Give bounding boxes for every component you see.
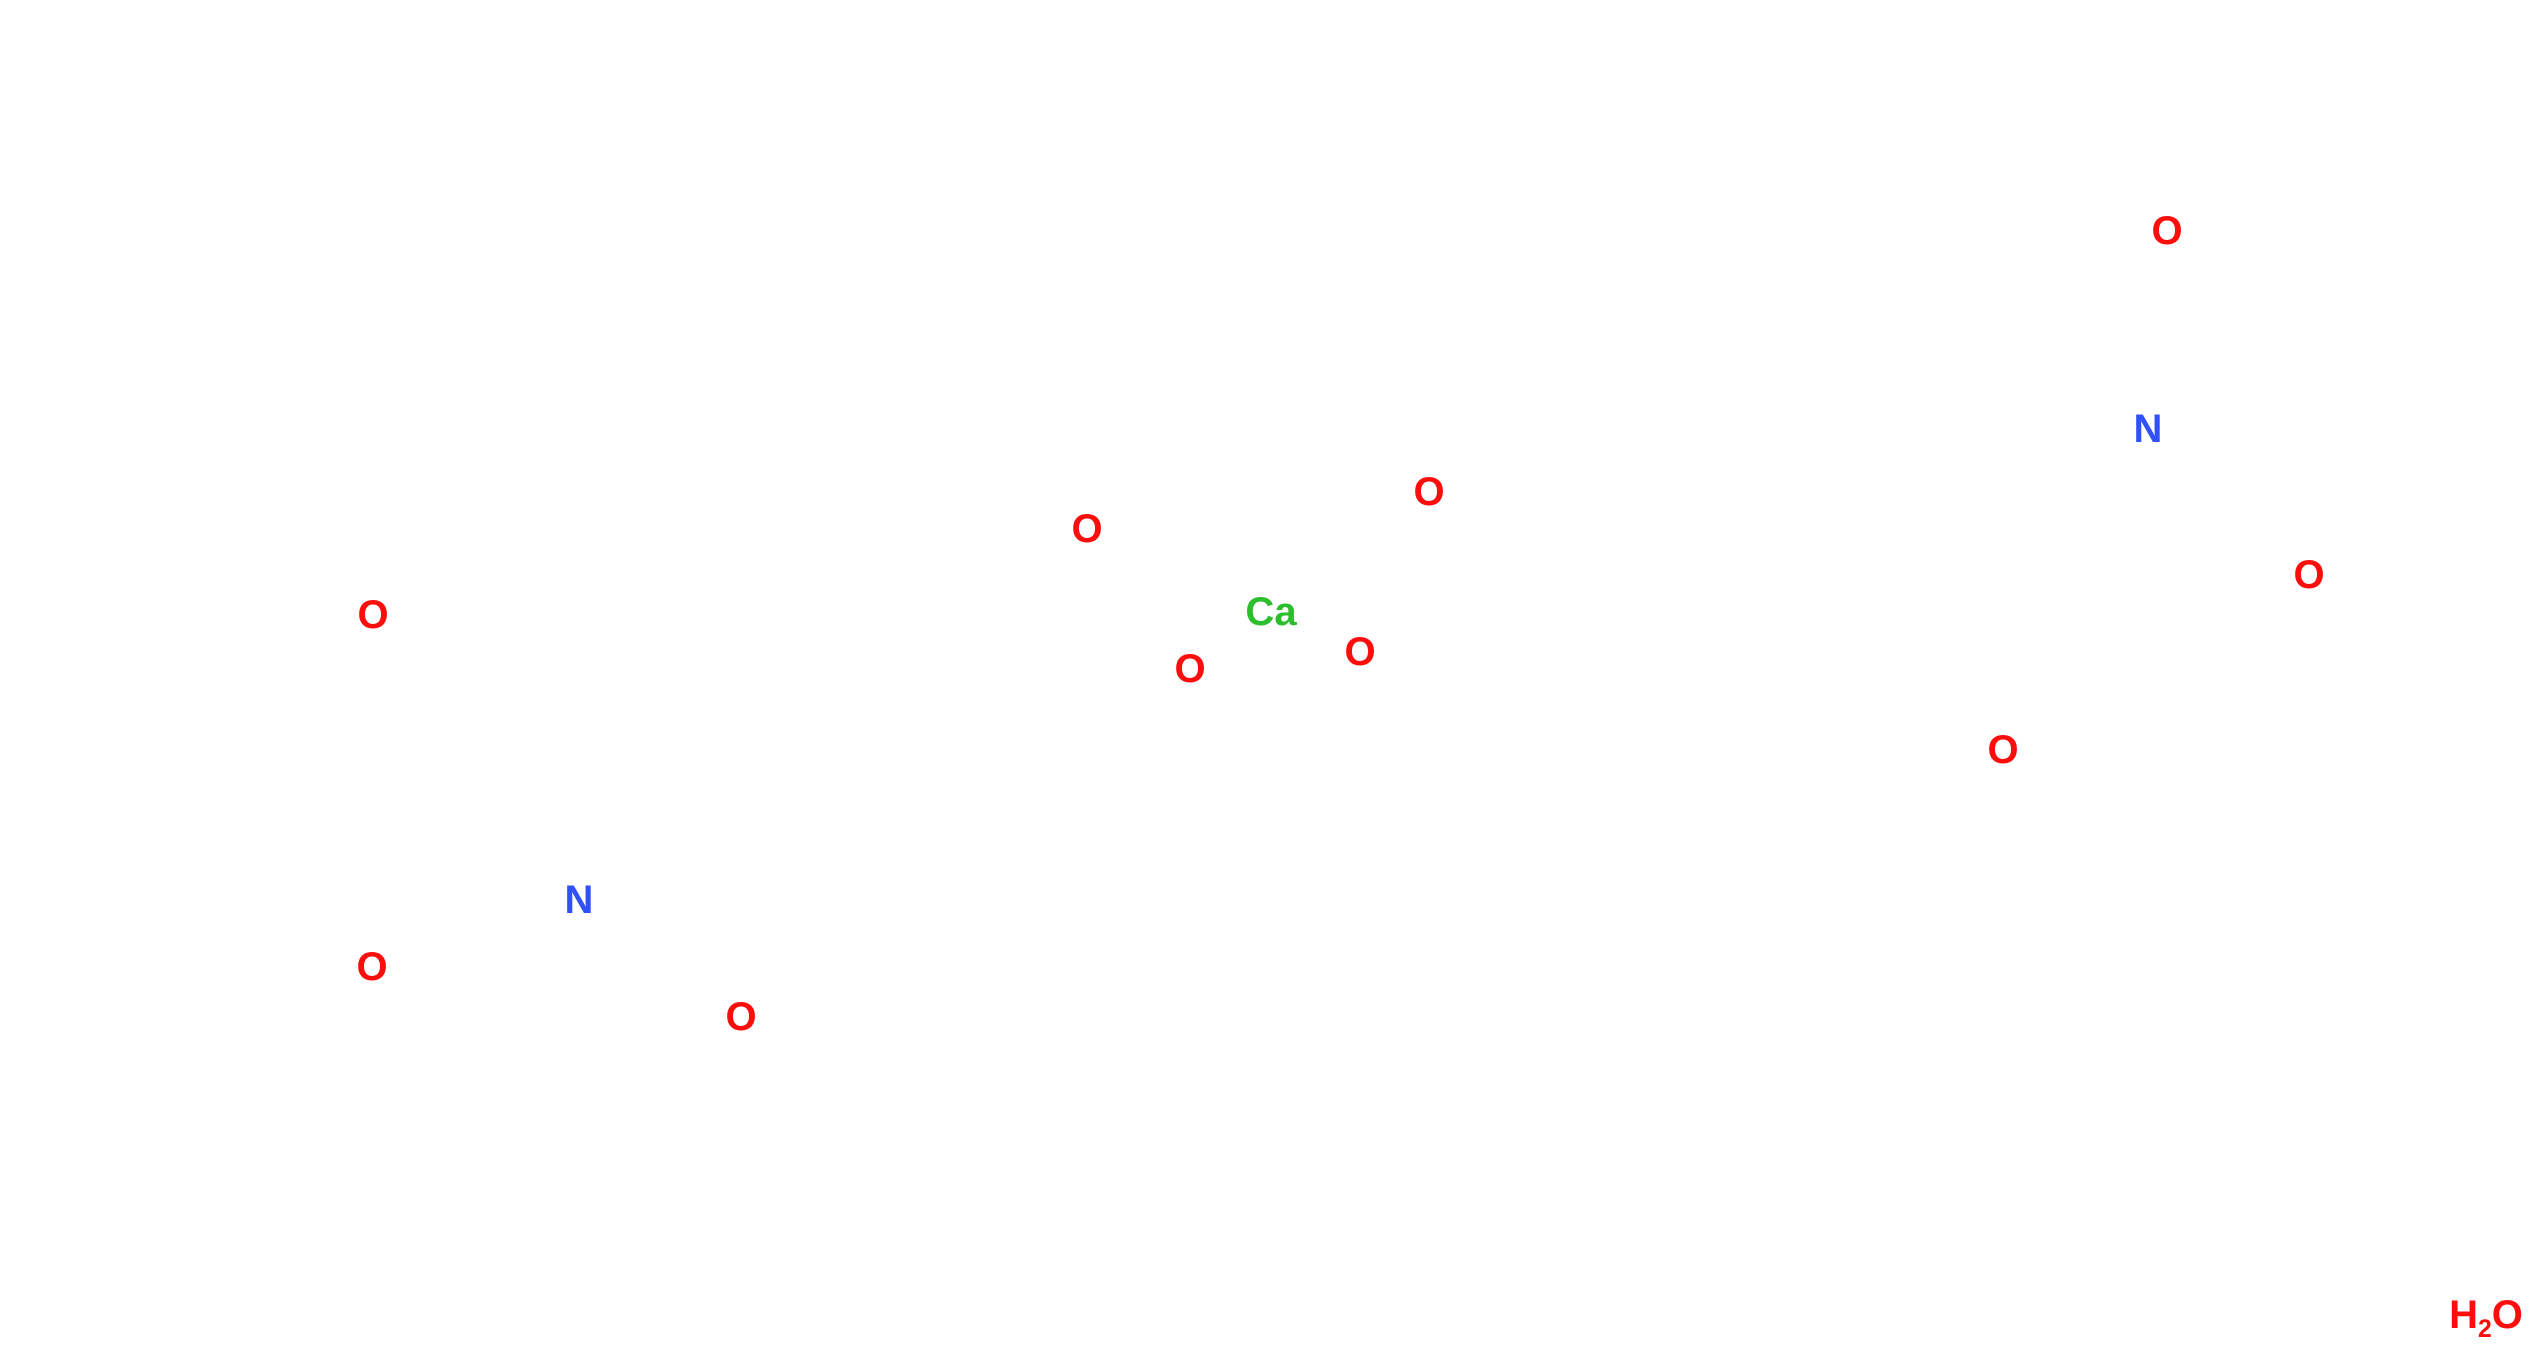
atom-label-O: O: [2293, 553, 2325, 597]
atom-label-N: N: [564, 878, 594, 922]
water-subscript: 2: [2477, 1316, 2492, 1343]
atom-label-O: O: [1987, 728, 2019, 772]
atom-label-O: O: [357, 593, 389, 637]
atom-label-O: O: [2151, 209, 2183, 253]
atom-label-O: O: [356, 945, 388, 989]
atom-label-O: O: [1413, 470, 1445, 514]
water-label: H2O: [2449, 1293, 2523, 1343]
atom-label-O: O: [1071, 507, 1103, 551]
atom-label-O: O: [1344, 630, 1376, 674]
atom-label-O: O: [1174, 647, 1206, 691]
atom-label-N: N: [2133, 407, 2163, 451]
atom-label-Ca: Ca: [1245, 590, 1297, 634]
atom-label-O: O: [725, 995, 757, 1039]
